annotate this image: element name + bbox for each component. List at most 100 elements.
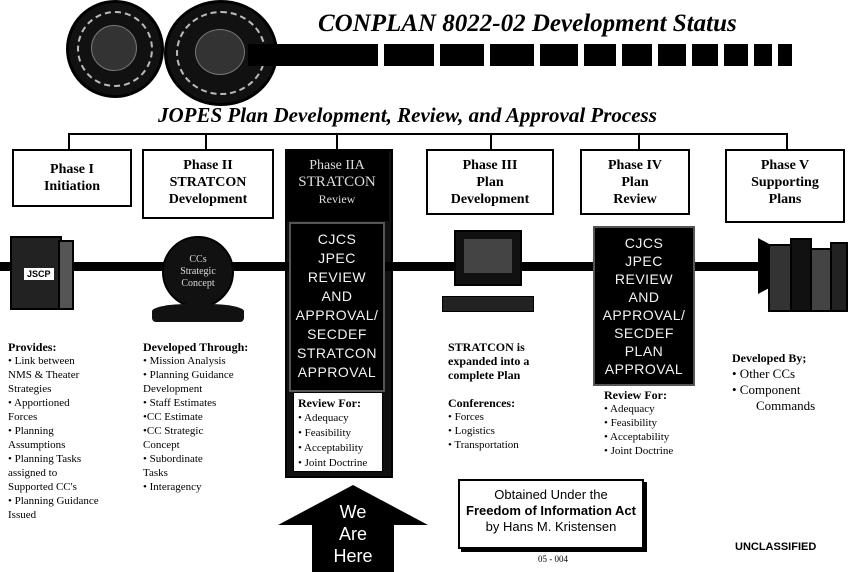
phase-1-line1: Phase I <box>50 162 94 177</box>
phase-box-3: Phase III Plan Development <box>426 149 554 215</box>
approval-1-line: APPROVAL <box>297 364 377 380</box>
review-box-stratcon: Review For: • Adequacy • Feasibility • A… <box>293 392 383 472</box>
approval-1-line: REVIEW <box>307 269 367 285</box>
phase-3-line1: Phase III <box>462 158 518 173</box>
provides-line: Strategies <box>8 383 52 395</box>
sphere-line3: Concept <box>181 278 215 289</box>
phase-2-line2: STRATCON <box>169 175 247 190</box>
developed-through-line: • Interagency <box>143 481 202 493</box>
approval-1-line: STRATCON <box>297 345 377 361</box>
developed-through-line: •CC Strategic <box>143 425 204 437</box>
approval-1-line: SECDEF <box>307 326 367 342</box>
provides-line: • Link between <box>8 355 75 367</box>
provides-line: • Planning Guidance <box>8 495 99 507</box>
connector-drop-2 <box>205 133 207 149</box>
provides-line: • Planning Tasks <box>8 453 82 465</box>
foia-line: Freedom of Information Act <box>466 503 636 518</box>
globe-stand-icon <box>152 304 244 322</box>
foia-stamp: Obtained Under the Freedom of Informatio… <box>458 479 644 549</box>
we-are-here-arrow: We Are Here <box>278 485 428 572</box>
we-are-here-shaft <box>312 523 394 572</box>
plan-dev-heading: expanded into a <box>448 354 530 368</box>
computer-monitor-icon <box>454 230 522 286</box>
provides-line: • Apportioned <box>8 397 70 409</box>
phase-5-line3: Plans <box>768 192 802 207</box>
phase-2a-line3: Review <box>318 192 356 206</box>
approval-1-line: JPEC <box>318 250 356 266</box>
phase-box-2: Phase II STRATCON Development <box>142 149 274 219</box>
provides-heading: Provides: <box>8 340 57 354</box>
connector-top-line <box>68 133 788 135</box>
approval-2-line: AND <box>628 289 660 305</box>
developed-through-heading: Developed Through: <box>143 340 249 354</box>
provides-column: Provides: • Link between NMS & Theater S… <box>8 340 99 522</box>
computer-keyboard-icon <box>442 296 534 312</box>
we-are-here-word: We <box>339 502 367 522</box>
approval-2-line: CJCS <box>624 235 664 251</box>
approval-box-stratcon: CJCS JPEC REVIEW AND APPROVAL/ SECDEF ST… <box>289 222 385 392</box>
provides-line: Issued <box>8 509 37 521</box>
developed-by-column: Developed By; • Other CCs • Component Co… <box>732 350 815 414</box>
review-1-item: • Feasibility <box>298 427 352 439</box>
approval-2-line: JPEC <box>625 253 663 269</box>
jscp-label: JSCP <box>24 268 54 280</box>
phase-box-1: Phase I Initiation <box>12 149 132 207</box>
phase-2a-line2: STRATCON <box>298 174 376 190</box>
provides-line: NMS & Theater <box>8 369 80 381</box>
phase-1-line2: Initiation <box>43 179 100 194</box>
approval-2-line: PLAN <box>624 343 664 359</box>
developed-through-column: Developed Through: • Mission Analysis • … <box>143 340 248 494</box>
we-are-here-word: Here <box>333 546 373 566</box>
phase-3-line2: Plan <box>476 175 504 190</box>
approval-1-line: CJCS <box>317 231 357 247</box>
phase-box-5: Phase V Supporting Plans <box>725 149 845 223</box>
phase-2-line1: Phase II <box>183 158 233 173</box>
seal-left <box>66 0 164 98</box>
book-4 <box>830 242 848 312</box>
developed-by-line: Commands <box>756 398 816 413</box>
connector-drop-4 <box>490 133 492 149</box>
page-mark: 05 - 004 <box>538 554 568 564</box>
phase-2-line3: Development <box>168 192 248 207</box>
review-1-item: • Joint Doctrine <box>298 457 368 469</box>
developed-by-heading: Developed By; <box>732 351 807 365</box>
foia-line: by Hans M. Kristensen <box>485 519 617 534</box>
book-3 <box>810 248 832 312</box>
review-1-item: • Acceptability <box>298 442 364 454</box>
approval-2-line: APPROVAL/ <box>602 307 686 323</box>
book-2 <box>790 238 812 312</box>
review-2-item: • Feasibility <box>604 417 658 429</box>
approval-2-line: REVIEW <box>614 271 674 287</box>
review-box-plan: Review For: • Adequacy • Feasibility • A… <box>604 388 673 458</box>
phase-box-2a: Phase IIA STRATCON Review <box>285 149 389 221</box>
provides-line: • Planning <box>8 425 54 437</box>
connector-drop-6 <box>786 133 788 149</box>
supporting-plans-books-icon <box>768 244 792 312</box>
approval-2-line: SECDEF <box>614 325 674 341</box>
title-decorative-bars <box>248 44 792 66</box>
plan-development-column: STRATCON is expanded into a complete Pla… <box>448 340 529 452</box>
phase-4-line2: Plan <box>621 175 649 190</box>
phase-4-line1: Phase IV <box>607 158 663 173</box>
approval-1-line: AND <box>321 288 353 304</box>
sphere-line1: CCs <box>189 254 207 265</box>
sphere-line2: Strategic <box>180 266 216 277</box>
connector-drop-5 <box>638 133 640 149</box>
review-2-item: • Adequacy <box>604 403 655 415</box>
phase-4-line3: Review <box>613 192 657 207</box>
phase-box-4: Phase IV Plan Review <box>580 149 690 215</box>
approval-box-plan: CJCS JPEC REVIEW AND APPROVAL/ SECDEF PL… <box>593 226 695 386</box>
we-are-here-label: We Are Here <box>312 493 394 567</box>
conferences-heading: Conferences: <box>448 396 516 410</box>
review-2-heading: Review For: <box>604 388 667 402</box>
strategic-concept-globe-icon: CCs Strategic Concept <box>162 236 234 308</box>
review-2-item: • Joint Doctrine <box>604 445 674 457</box>
review-1-heading: Review For: <box>298 396 361 410</box>
phase-3-line3: Development <box>450 192 530 207</box>
phase-5-line1: Phase V <box>760 158 810 173</box>
developed-through-line: • Mission Analysis <box>143 355 226 367</box>
jscp-book-spine <box>58 240 74 310</box>
we-are-here-word: Are <box>338 524 367 544</box>
conferences-line: • Logistics <box>448 425 495 437</box>
provides-line: Assumptions <box>8 439 66 451</box>
